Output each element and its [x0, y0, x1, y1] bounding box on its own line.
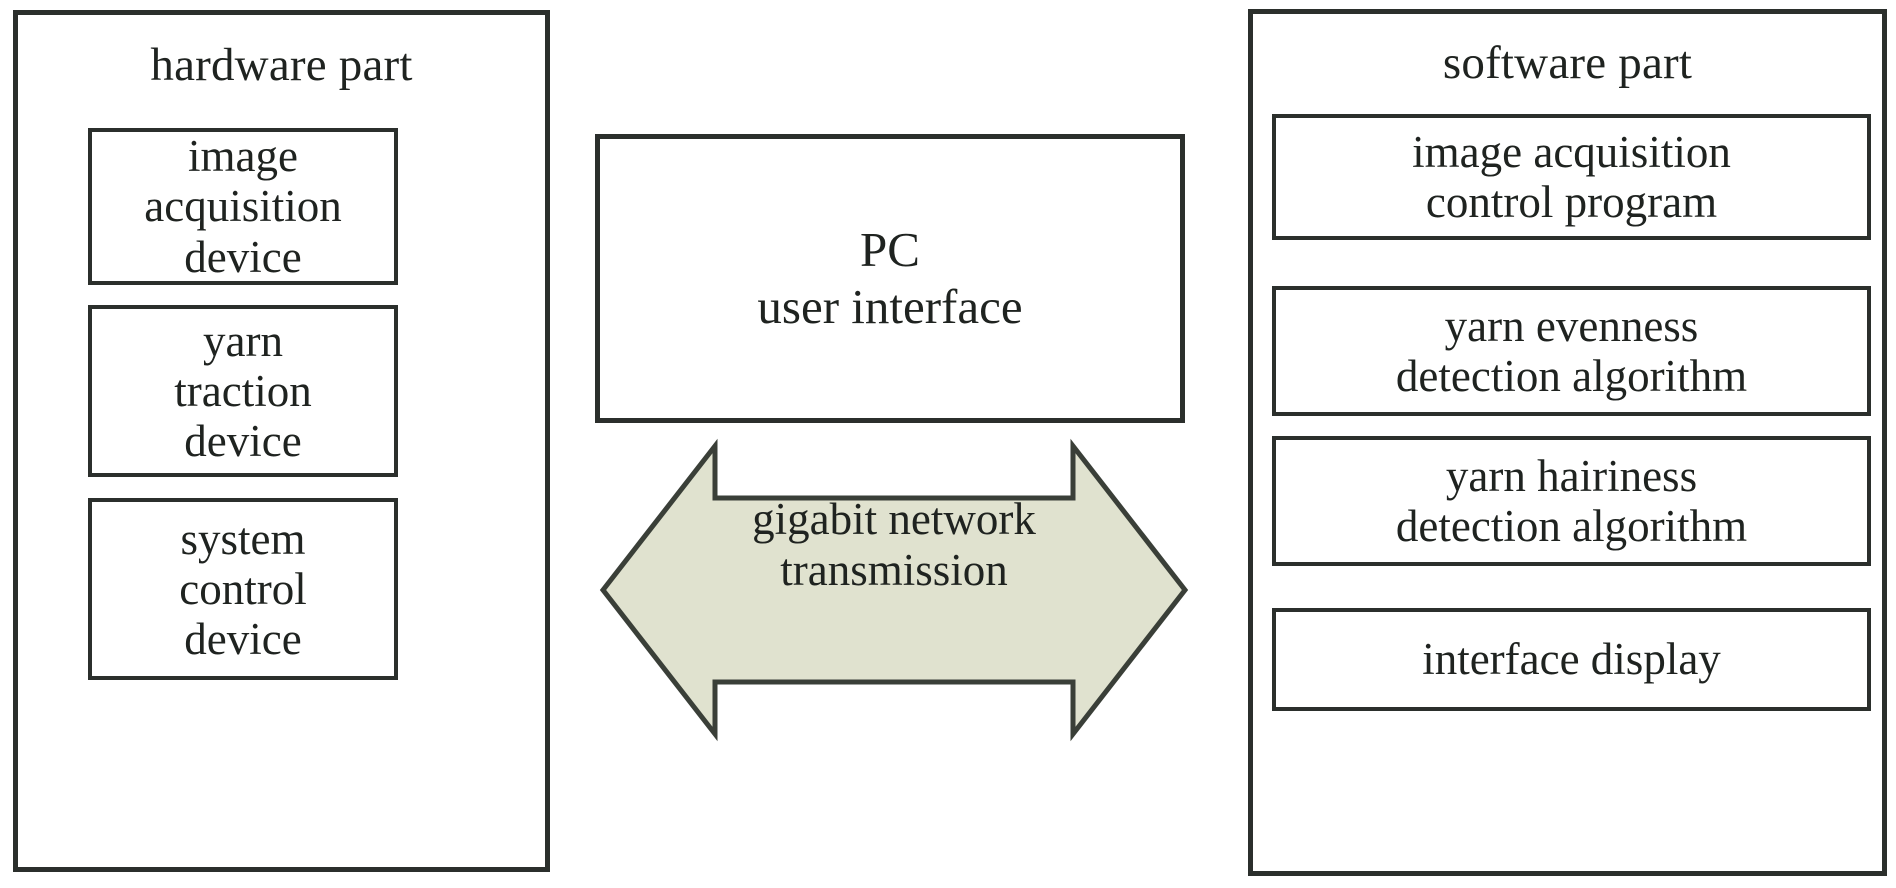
node-label: yarn evenness detection algorithm: [1395, 300, 1748, 401]
node-image-acquisition-control-program: image acquisition control program: [1272, 114, 1871, 240]
node-interface-display: interface display: [1272, 608, 1871, 711]
node-label: PC user interface: [757, 221, 1023, 334]
node-image-acquisition-device: image acquisition device: [88, 128, 398, 285]
node-pc-user-interface: PC user interface: [595, 134, 1185, 423]
node-label: image acquisition control program: [1412, 126, 1731, 227]
node-system-control-device: system control device: [88, 498, 398, 680]
node-label: image acquisition device: [144, 131, 342, 282]
software-part-title: software part: [1442, 37, 1693, 89]
node-yarn-evenness-detection-algorithm: yarn evenness detection algorithm: [1272, 286, 1871, 416]
hardware-part-title: hardware part: [150, 39, 413, 91]
double-headed-arrow-icon: [598, 438, 1190, 746]
node-yarn-traction-device: yarn traction device: [88, 305, 398, 477]
node-yarn-hairiness-detection-algorithm: yarn hairiness detection algorithm: [1272, 436, 1871, 566]
node-label: system control device: [179, 513, 307, 665]
node-label: interface display: [1422, 634, 1721, 685]
hardware-part-group: hardware part image acquisition device y…: [13, 10, 550, 872]
software-part-group: software part image acquisition control …: [1248, 9, 1887, 876]
node-label: yarn traction device: [174, 315, 312, 467]
node-label: yarn hairiness detection algorithm: [1395, 450, 1748, 551]
